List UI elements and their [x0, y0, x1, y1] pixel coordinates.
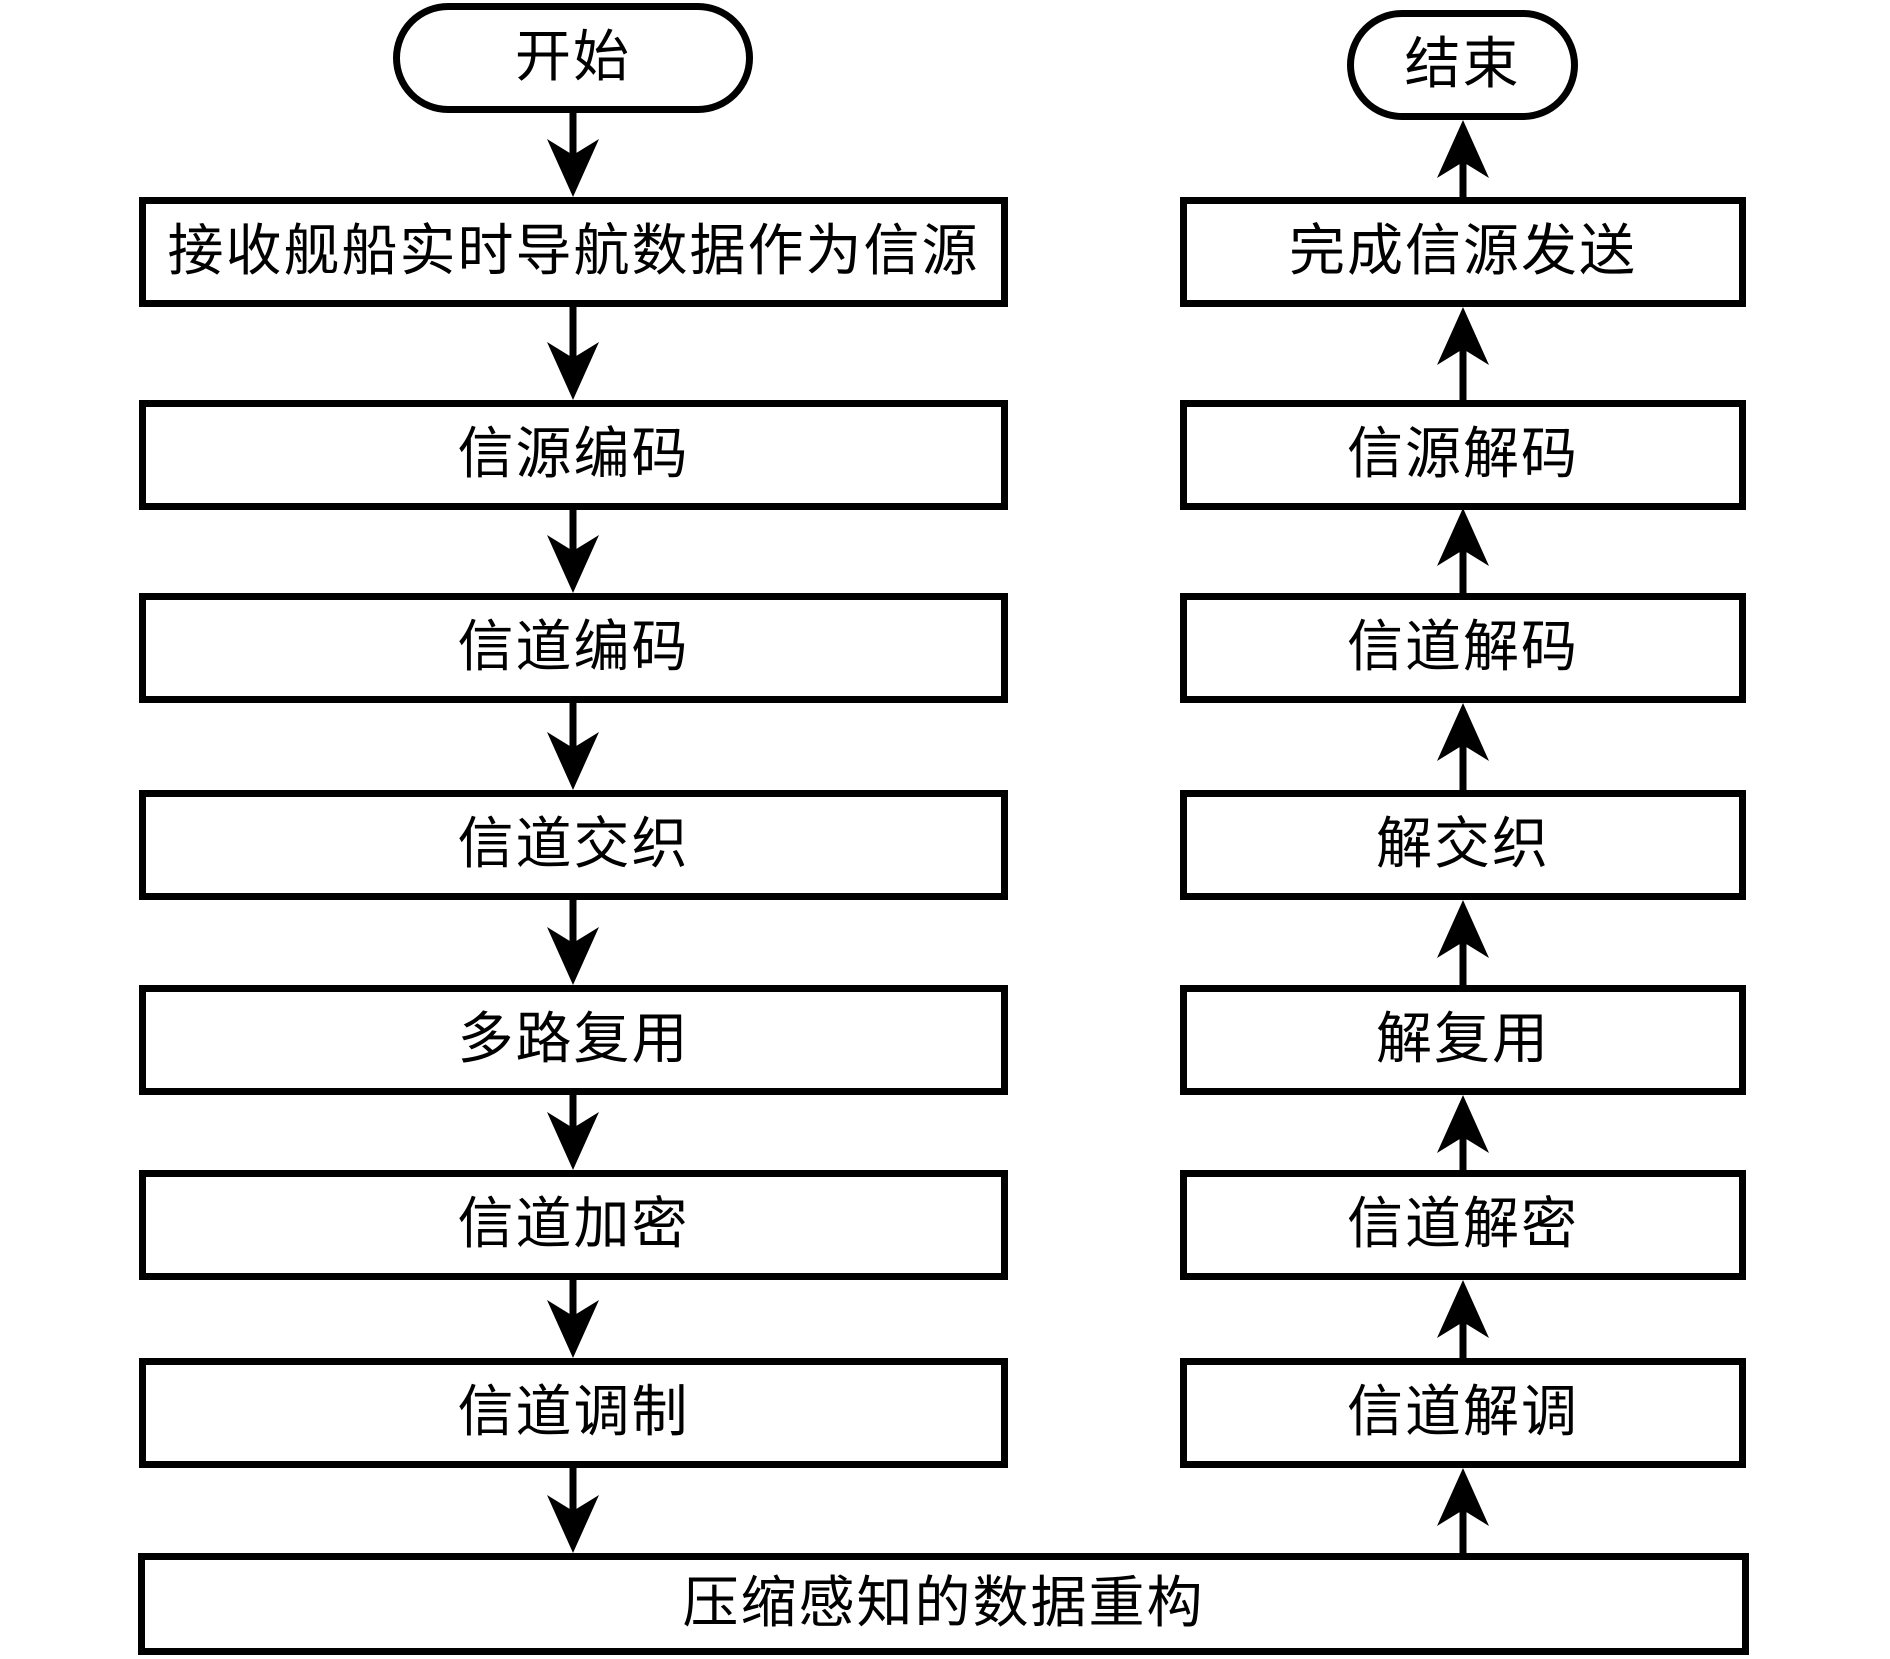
step-label: 接收舰船实时导航数据作为信源	[167, 219, 980, 285]
step-box-source-decoding: 信源解码	[1180, 400, 1746, 510]
step-label: 压缩感知的数据重构	[682, 1571, 1205, 1637]
end-label: 结束	[1404, 32, 1521, 98]
step-label: 解复用	[1376, 1007, 1550, 1073]
flow-arrow-up-4	[1437, 900, 1489, 985]
step-box-channel-modulation: 信道调制	[139, 1358, 1008, 1468]
flow-arrow-up-5	[1437, 703, 1489, 790]
end-terminal: 结束	[1347, 10, 1578, 120]
flow-arrow-up-6	[1437, 508, 1489, 593]
step-label: 信道解调	[1347, 1380, 1579, 1446]
arrowhead	[1437, 307, 1489, 365]
flow-arrow-down-8	[547, 1468, 599, 1553]
step-label: 信道解密	[1347, 1192, 1579, 1258]
flow-arrow-down-1	[547, 113, 599, 197]
flow-arrow-down-5	[547, 900, 599, 985]
step-box-source-encoding: 信源编码	[139, 400, 1008, 510]
flow-arrow-down-7	[547, 1280, 599, 1358]
arrowhead	[547, 1300, 599, 1358]
step-label: 信道调制	[457, 1380, 690, 1446]
step-label: 多路复用	[457, 1007, 690, 1073]
step-label: 信源编码	[457, 422, 690, 488]
step-box-channel-encoding: 信道编码	[139, 593, 1008, 703]
step-box-channel-interleaving: 信道交织	[139, 790, 1008, 900]
start-label: 开始	[515, 25, 631, 91]
start-terminal: 开始	[393, 3, 753, 113]
arrowhead	[1437, 508, 1489, 566]
arrowhead	[547, 1495, 599, 1553]
arrowhead	[1437, 1468, 1489, 1526]
arrowhead	[547, 342, 599, 400]
flow-arrow-up-1	[1437, 1468, 1489, 1553]
step-label: 信道解码	[1347, 615, 1579, 681]
step-box-complete-source-sending: 完成信源发送	[1180, 197, 1746, 307]
step-box-multiplexing: 多路复用	[139, 985, 1008, 1095]
step-label: 完成信源发送	[1289, 219, 1637, 285]
arrowhead	[1437, 120, 1489, 178]
flow-arrow-down-6	[547, 1095, 599, 1170]
arrowhead	[547, 1112, 599, 1170]
step-label: 信道加密	[457, 1192, 690, 1258]
arrowhead	[1437, 1095, 1489, 1153]
step-box-compressed-sensing-reconstruction: 压缩感知的数据重构	[138, 1553, 1749, 1655]
step-box-channel-decoding: 信道解码	[1180, 593, 1746, 703]
step-box-demultiplexing: 解复用	[1180, 985, 1746, 1095]
step-label: 解交织	[1376, 812, 1550, 878]
flow-arrow-down-3	[547, 508, 599, 593]
step-box-channel-demodulation: 信道解调	[1180, 1358, 1746, 1468]
arrowhead	[1437, 703, 1489, 761]
step-box-channel-decryption: 信道解密	[1180, 1170, 1746, 1280]
step-box-channel-encryption: 信道加密	[139, 1170, 1008, 1280]
arrowhead	[1437, 900, 1489, 958]
arrowhead	[547, 535, 599, 593]
step-label: 信道编码	[457, 615, 690, 681]
flow-arrow-down-4	[547, 703, 599, 790]
arrowhead	[1437, 1280, 1489, 1338]
arrowhead	[547, 927, 599, 985]
arrowhead	[547, 139, 599, 197]
step-label: 信源解码	[1347, 422, 1579, 488]
flow-arrow-up-8	[1437, 120, 1489, 197]
flow-arrow-down-2	[547, 307, 599, 400]
arrowhead	[547, 732, 599, 790]
step-box-deinterleaving: 解交织	[1180, 790, 1746, 900]
step-box-receive-source: 接收舰船实时导航数据作为信源	[139, 197, 1008, 307]
step-label: 信道交织	[457, 812, 690, 878]
flow-arrow-up-7	[1437, 307, 1489, 400]
flow-arrow-up-2	[1437, 1280, 1489, 1358]
flow-arrow-up-3	[1437, 1095, 1489, 1170]
